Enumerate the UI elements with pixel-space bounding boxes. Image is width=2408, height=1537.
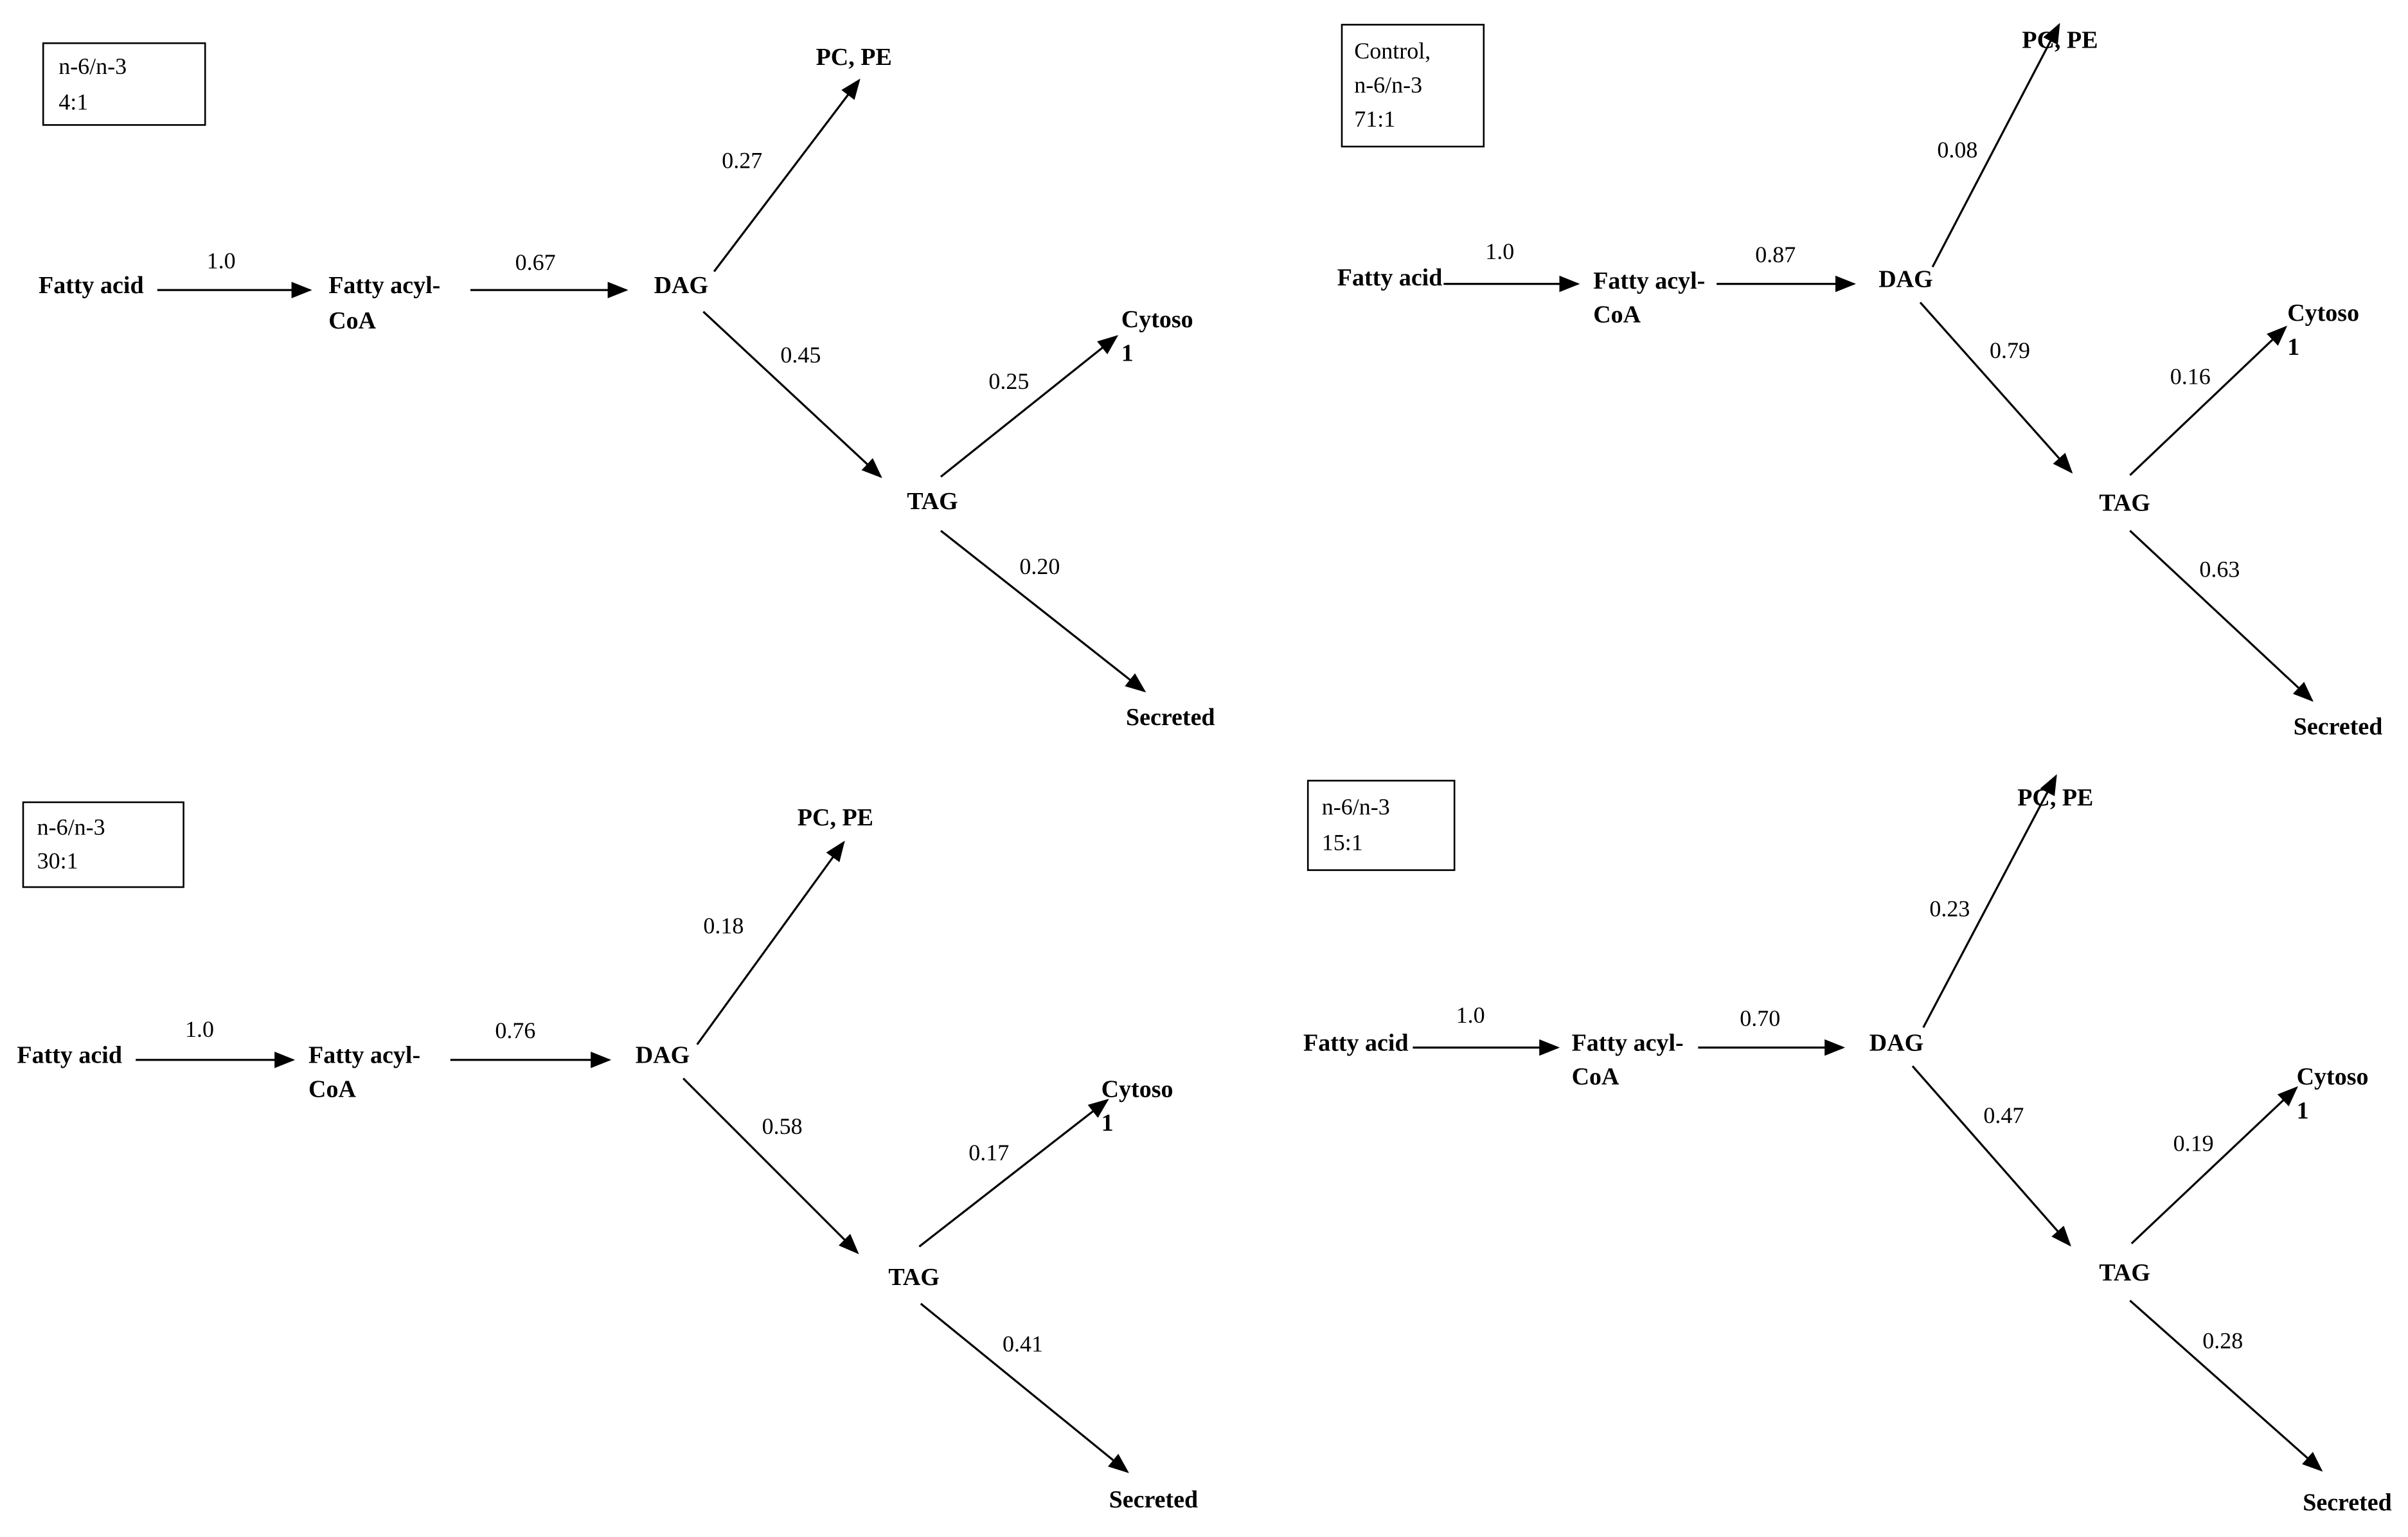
node-cytosol: 1	[1121, 340, 1134, 367]
node-cytosol: 1	[1101, 1110, 1114, 1137]
node-fatty-acyl-coa: Fatty acyl-	[328, 272, 440, 299]
node-fatty-acyl-coa: CoA	[328, 307, 376, 334]
flux-value-tag-to-secreted: 0.63	[2199, 557, 2240, 582]
node-dag: DAG	[654, 272, 708, 299]
arrow-dag-to-tag	[1919, 301, 2073, 474]
node-secreted: Secreted	[2294, 713, 2383, 740]
node-pc-pe: PC, PE	[816, 44, 892, 71]
condition-label-line: n-6/n-3	[1354, 72, 1422, 98]
arrow-dag-to-pc-pe	[1931, 22, 2060, 267]
flux-value-dag-to-tag: 0.47	[1983, 1102, 2024, 1128]
node-fatty-acyl-coa: Fatty acyl-	[1593, 267, 1705, 294]
arrow-dag-to-tag	[682, 1077, 859, 1255]
flux-value-fa-to-coa: 1.0	[185, 1016, 214, 1042]
node-tag: TAG	[907, 488, 958, 515]
flux-value-dag-to-pc-pe: 0.27	[722, 148, 762, 174]
condition-box-frame	[42, 42, 206, 126]
flux-value-dag-to-pc-pe: 0.08	[1937, 137, 1977, 163]
arrow-tag-to-cytosol	[940, 335, 1119, 478]
node-cytosol: Cytoso	[1101, 1075, 1173, 1102]
node-fatty-acid: Fatty acid	[17, 1042, 122, 1069]
node-secreted: Secreted	[1109, 1486, 1199, 1513]
node-cytosol: Cytoso	[1121, 306, 1193, 333]
node-cytosol: 1	[2297, 1097, 2309, 1124]
flux-value-dag-to-tag: 0.45	[780, 342, 821, 368]
node-secreted: Secreted	[2303, 1489, 2392, 1516]
node-fatty-acid: Fatty acid	[1337, 264, 1443, 291]
condition-box-frame	[22, 801, 184, 888]
flux-value-coa-to-dag: 0.67	[515, 249, 556, 275]
node-dag: DAG	[636, 1042, 690, 1069]
node-fatty-acyl-coa: Fatty acyl-	[1572, 1029, 1684, 1056]
node-pc-pe: PC, PE	[2022, 26, 2098, 53]
flux-value-tag-to-secreted: 0.41	[1003, 1331, 1043, 1356]
node-pc-pe: PC, PE	[2017, 784, 2093, 811]
condition-label-line: n-6/n-3	[37, 814, 105, 840]
node-fatty-acyl-coa: Fatty acyl-	[308, 1042, 420, 1069]
condition-box-frame	[1307, 780, 1456, 871]
node-tag: TAG	[888, 1264, 940, 1291]
flux-value-fa-to-coa: 1.0	[207, 248, 236, 274]
condition-label-line: 30:1	[37, 848, 78, 874]
node-cytosol: 1	[2287, 334, 2299, 361]
arrow-dag-to-tag	[702, 310, 882, 478]
flux-value-tag-to-cytosol: 0.16	[2170, 364, 2211, 390]
arrow-dag-to-pc-pe	[696, 840, 845, 1045]
arrow-dag-to-pc-pe	[713, 78, 861, 273]
flux-value-dag-to-pc-pe: 0.18	[703, 913, 744, 939]
node-dag: DAG	[1878, 265, 1932, 292]
node-cytosol: Cytoso	[2287, 300, 2359, 327]
condition-box: n-6/n-3 30:1	[22, 801, 184, 888]
flux-value-fa-to-coa: 1.0	[1485, 238, 1514, 264]
condition-label-line: Control,	[1354, 38, 1431, 64]
node-tag: TAG	[2099, 489, 2150, 516]
node-fatty-acyl-coa: CoA	[308, 1075, 356, 1102]
node-secreted: Secreted	[1126, 704, 1215, 731]
flux-value-dag-to-tag: 0.79	[1990, 337, 2030, 363]
node-fatty-acyl-coa: CoA	[1593, 301, 1641, 328]
arrow-tag-to-cytosol	[2130, 1086, 2298, 1245]
flux-value-dag-to-pc-pe: 0.23	[1929, 896, 1970, 922]
arrow-tag-to-secreted	[920, 1302, 1129, 1473]
flux-value-coa-to-dag: 0.87	[1755, 242, 1796, 267]
condition-label-line: 15:1	[1322, 829, 1363, 855]
node-pc-pe: PC, PE	[798, 804, 873, 831]
condition-label-line: n-6/n-3	[58, 53, 127, 79]
node-fatty-acid: Fatty acid	[39, 272, 144, 299]
arrow-tag-to-secreted	[2129, 1300, 2323, 1472]
flux-value-tag-to-secreted: 0.28	[2202, 1328, 2243, 1354]
arrow-tag-to-cytosol	[2129, 325, 2288, 476]
flux-value-tag-to-cytosol: 0.19	[2173, 1130, 2214, 1156]
node-tag: TAG	[2099, 1259, 2150, 1286]
node-fatty-acid: Fatty acid	[1303, 1029, 1409, 1056]
condition-label-line: n-6/n-3	[1322, 794, 1390, 820]
arrow-tag-to-secreted	[940, 530, 1146, 693]
flux-value-coa-to-dag: 0.76	[495, 1018, 535, 1043]
condition-box: n-6/n-3 15:1	[1307, 780, 1456, 871]
flux-value-tag-to-cytosol: 0.17	[968, 1140, 1009, 1165]
flux-value-tag-to-cytosol: 0.25	[988, 368, 1029, 394]
flux-value-tag-to-secreted: 0.20	[1019, 553, 1060, 579]
condition-label-line: 71:1	[1354, 106, 1395, 132]
node-dag: DAG	[1869, 1029, 1923, 1056]
node-fatty-acyl-coa: CoA	[1572, 1063, 1619, 1090]
node-cytosol: Cytoso	[2297, 1063, 2369, 1090]
condition-box: n-6/n-3 4:1	[42, 42, 206, 126]
arrow-tag-to-cytosol	[918, 1099, 1109, 1248]
arrow-tag-to-secreted	[2129, 530, 2314, 702]
condition-box-frame	[1341, 24, 1485, 148]
arrow-dag-to-pc-pe	[1922, 774, 2057, 1029]
arrow-dag-to-tag	[1911, 1065, 2071, 1247]
flux-value-dag-to-tag: 0.58	[762, 1113, 803, 1139]
flux-value-coa-to-dag: 0.70	[1740, 1005, 1780, 1031]
condition-box: Control, n-6/n-3 71:1	[1341, 24, 1485, 148]
condition-label-line: 4:1	[58, 89, 88, 114]
flux-value-fa-to-coa: 1.0	[1456, 1002, 1485, 1028]
